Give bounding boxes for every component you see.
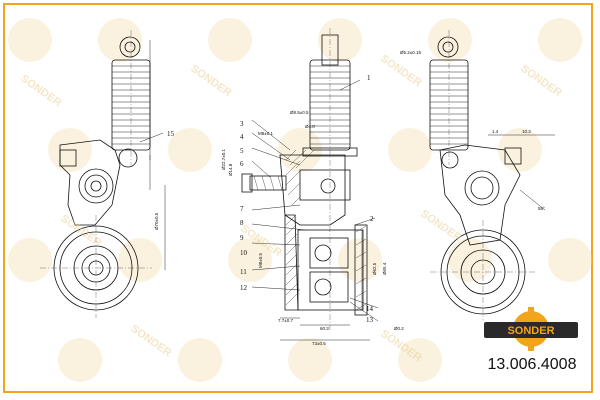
sonder-logo: SONDER <box>482 305 580 351</box>
logo-gear-icon: SONDER <box>484 307 578 351</box>
callout-6: 6 <box>240 160 244 168</box>
callout-12: 12 <box>240 284 248 292</box>
callout-8: 8 <box>240 219 244 227</box>
callout-14: 14 <box>366 305 374 313</box>
callout-3: 3 <box>240 120 244 128</box>
callout-13: 13 <box>366 316 374 324</box>
right-spring <box>429 30 469 165</box>
logo-text: SONDER <box>507 325 554 337</box>
callout-10: 10 <box>240 249 248 257</box>
dim-label: 7.7±0.7 <box>278 318 293 323</box>
dim-label: Ø5.2±0.15 <box>400 50 421 55</box>
page-border <box>3 3 593 393</box>
dim-label: Ø70±0.5 <box>154 212 159 230</box>
callout-11: 11 <box>240 268 247 276</box>
dim-label: Ø4.0 <box>305 124 315 129</box>
dim-label: 10.3 <box>522 129 531 134</box>
dimension-labels: Ø5.2±0.15 Ø8.5±0.5 Ø4.0 M8±0.1 Ø22.7±0.1… <box>154 50 545 346</box>
left-view: 15 <box>40 30 175 318</box>
callout-9: 9 <box>240 234 244 242</box>
dim-label: 60.3 <box>320 326 329 331</box>
callout-15: 15 <box>167 130 175 138</box>
callout-4: 4 <box>240 133 244 141</box>
dim-label: Ø14.8 <box>228 163 233 176</box>
dim-label: Ø0.2 <box>394 326 404 331</box>
part-number: 13.006.4008 <box>487 356 577 373</box>
dim-label: Ø8.5±0.5 <box>290 110 309 115</box>
svg-text:SONDER: SONDER <box>188 63 233 100</box>
right-pulley <box>430 220 535 320</box>
svg-text:SONDER: SONDER <box>418 208 463 245</box>
dim-label: M8±0.5 <box>258 253 263 268</box>
callout-5: 5 <box>240 147 244 155</box>
svg-text:SONDER: SONDER <box>378 53 423 90</box>
dim-label: M8±0.1 <box>258 131 273 136</box>
right-view <box>429 30 555 320</box>
callout-7: 7 <box>240 205 244 213</box>
svg-text:SONDER: SONDER <box>518 63 563 100</box>
dim-label: Ø65.4 <box>382 262 387 275</box>
callout-numbers: 1 2 3 4 5 6 7 8 9 10 11 12 13 14 <box>240 74 374 324</box>
center-pulley-section <box>297 224 368 316</box>
svg-text:SONDER: SONDER <box>128 323 173 360</box>
dim-label: 55° <box>538 206 545 211</box>
section-view <box>241 28 379 341</box>
left-pulley <box>40 215 152 318</box>
dim-label: Ø62.5 <box>372 262 377 275</box>
callout-2: 2 <box>370 215 374 223</box>
callout-1: 1 <box>367 74 371 82</box>
svg-text:SONDER: SONDER <box>18 73 63 110</box>
svg-text:SONDER: SONDER <box>58 213 103 250</box>
dim-label: 73±0.5 <box>312 341 326 346</box>
dim-label: 1.4 <box>492 129 499 134</box>
dim-label: Ø22.7±0.1 <box>221 149 226 170</box>
center-spring <box>309 59 351 151</box>
watermark-pattern <box>8 18 592 382</box>
